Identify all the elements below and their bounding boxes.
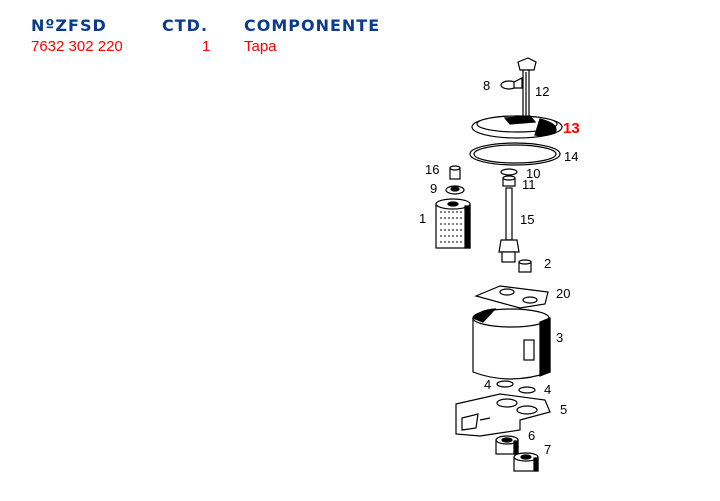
callout-10: 10 [526,166,540,181]
part-6-bushing [495,435,519,455]
part-20-gasket [474,285,549,309]
part-3-housing [471,308,551,380]
header-component: COMPONENTE [244,16,381,35]
callout-12: 12 [535,84,549,99]
callout-13: 13 [563,120,580,137]
row-part-number: 7632 302 220 [31,38,123,55]
header-quantity: CTD. [162,16,209,35]
callout-14: 14 [564,149,578,164]
callout-9: 9 [430,181,437,196]
part-10-washer [500,168,518,176]
callout-1: 1 [419,211,426,226]
part-12-bolt [517,57,537,121]
part-2-plug [518,259,532,273]
part-4-washers [496,380,536,394]
part-8-wing-nut [500,77,523,90]
part-13-cover [471,115,563,139]
part-7-bushing [513,452,539,472]
callout-4a: 4 [484,377,491,392]
callout-3: 3 [556,330,563,345]
callout-8: 8 [483,78,490,93]
callout-15: 15 [520,212,534,227]
callout-7: 7 [544,442,551,457]
callout-11: 11 [522,177,536,192]
callout-20: 20 [556,286,570,301]
row-component: Tapa [244,38,277,55]
part-5-bracket [455,393,551,437]
header-part-number: NºZFSD [31,16,107,35]
row-quantity: 1 [202,38,211,55]
part-9-seal [445,185,465,195]
callout-2: 2 [544,256,551,271]
part-1-filter-element [435,198,471,249]
part-15-center-tube [498,187,520,263]
part-11-nut [502,175,516,187]
part-16-sleeve [449,165,461,180]
callout-4b: 4 [544,382,551,397]
callout-16: 16 [425,162,439,177]
part-14-o-ring [469,142,561,166]
callout-5: 5 [560,402,567,417]
callout-6: 6 [528,428,535,443]
